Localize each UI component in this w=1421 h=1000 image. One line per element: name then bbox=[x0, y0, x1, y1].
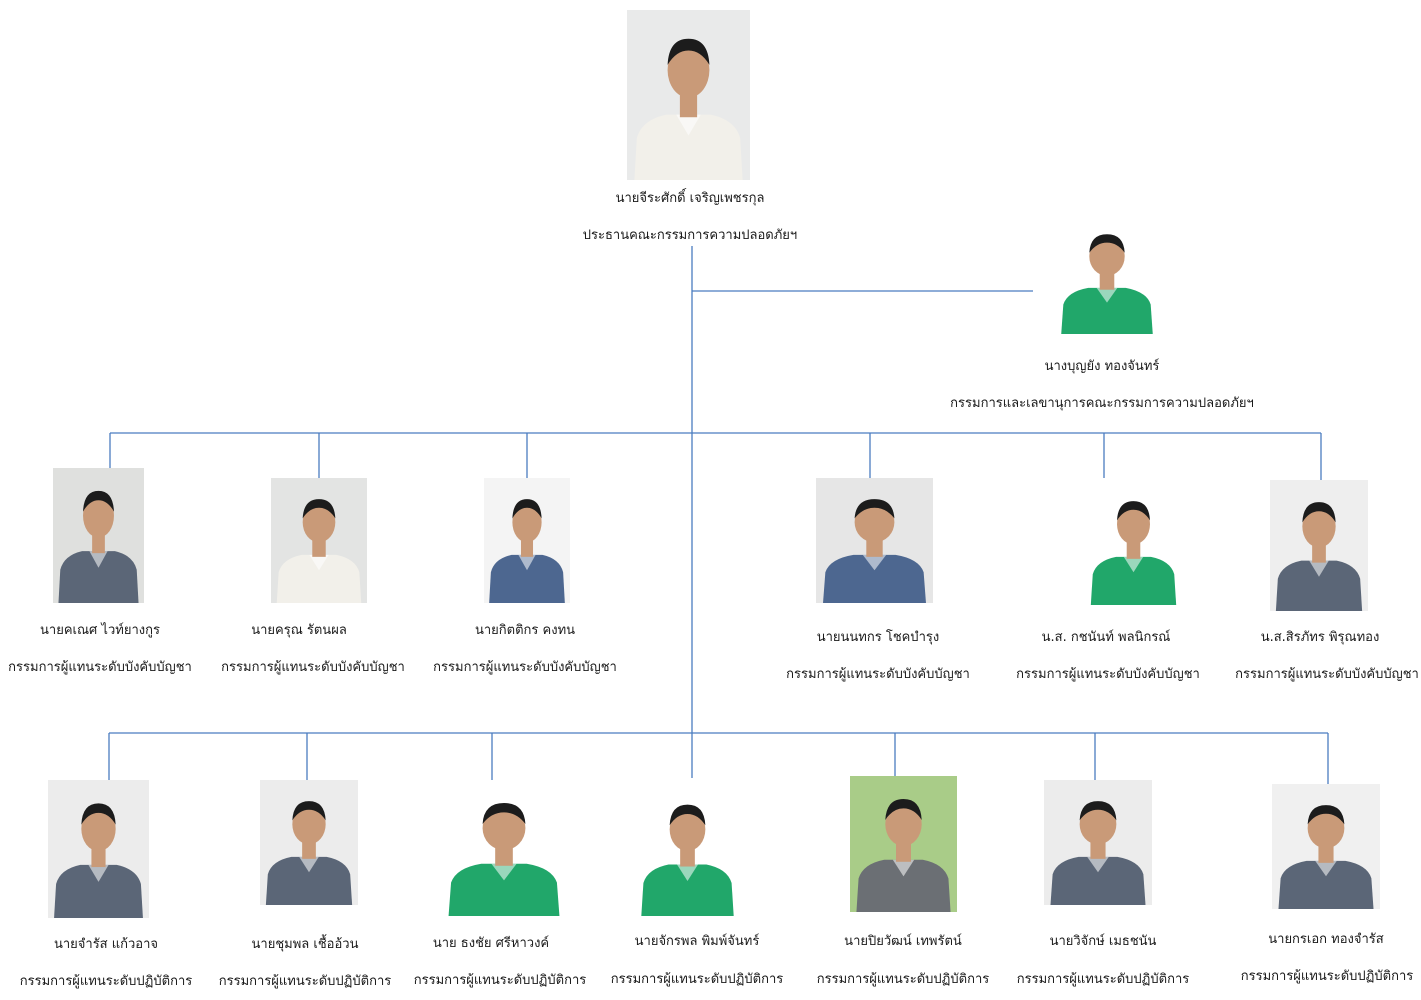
chairman-name: นายจีระศักดิ์ เจริญเพชรกุล bbox=[615, 191, 765, 206]
member-name: นายจำรัส แก้วอาจ bbox=[53, 937, 159, 952]
member-role: กรรมการผู้แทนระดับปฏิบัติการ bbox=[218, 974, 392, 989]
member-name: นายกรเอก ทองจำรัส bbox=[1268, 932, 1384, 947]
member-role: กรรมการผู้แทนระดับบังคับบัญชา bbox=[1016, 667, 1200, 682]
member-photo bbox=[271, 478, 367, 603]
chairman-photo bbox=[627, 10, 750, 180]
member-photo bbox=[1044, 780, 1152, 905]
member-name: น.ส.สิรภัทร พิรุณทอง bbox=[1260, 630, 1380, 645]
secretary-name: นางบุญยัง ทองจันทร์ bbox=[1044, 359, 1160, 374]
member-name: นายจักรพล พิมพ์จันทร์ bbox=[634, 934, 760, 949]
secretary-role: กรรมการและเลขานุการคณะกรรมการความปลอดภัย… bbox=[950, 396, 1254, 411]
member-name: นายปิยวัฒน์ เทพรัตน์ bbox=[844, 934, 962, 949]
member-role: กรรมการผู้แทนระดับบังคับบัญชา bbox=[1235, 667, 1419, 682]
member-photo bbox=[816, 478, 933, 603]
member-photo bbox=[53, 468, 144, 603]
member-name: นาย ธงชัย ศรีหาวงค์ bbox=[432, 936, 550, 951]
member-photo bbox=[635, 782, 740, 916]
member-role: กรรมการผู้แทนระดับบังคับบัญชา bbox=[8, 660, 192, 675]
member-role: กรรมการผู้แทนระดับปฏิบัติการ bbox=[1240, 969, 1414, 984]
member-role: กรรมการผู้แทนระดับบังคับบัญชา bbox=[221, 660, 405, 675]
chairman-role: ประธานคณะกรรมการความปลอดภัยฯ bbox=[582, 228, 798, 243]
member-role: กรรมการผู้แทนระดับบังคับบัญชา bbox=[433, 660, 617, 675]
member-name: นายชุมพล เชื้ออ้วน bbox=[251, 937, 359, 952]
member-role: กรรมการผู้แทนระดับปฏิบัติการ bbox=[413, 973, 587, 988]
member-name: นายวิจักษ์ เมธชนัน bbox=[1049, 934, 1157, 949]
secretary-photo bbox=[1055, 214, 1159, 334]
member-name: นายครุณ รัตนผล bbox=[251, 623, 347, 638]
member-role: กรรมการผู้แทนระดับปฏิบัติการ bbox=[19, 974, 193, 989]
member-photo bbox=[260, 780, 358, 905]
member-name: นายคเณศ ไวท์ยางกูร bbox=[40, 623, 160, 638]
member-role: กรรมการผู้แทนระดับปฏิบัติการ bbox=[610, 972, 784, 987]
member-photo bbox=[1272, 784, 1380, 909]
member-name: น.ส. กชนันท์ พลนิกรณ์ bbox=[1041, 630, 1171, 645]
member-name: นายกิตติกร คงทน bbox=[474, 623, 576, 638]
member-name: นายนนทกร โชคบำรุง bbox=[816, 630, 940, 645]
member-photo bbox=[850, 776, 957, 912]
member-role: กรรมการผู้แทนระดับบังคับบัญชา bbox=[786, 667, 970, 682]
member-photo bbox=[484, 478, 570, 603]
member-photo bbox=[1085, 480, 1182, 605]
member-photo bbox=[1270, 480, 1368, 611]
member-role: กรรมการผู้แทนระดับปฏิบัติการ bbox=[816, 972, 990, 987]
member-photo bbox=[441, 780, 567, 916]
member-role: กรรมการผู้แทนระดับปฏิบัติการ bbox=[1016, 972, 1190, 987]
member-photo bbox=[48, 780, 149, 918]
